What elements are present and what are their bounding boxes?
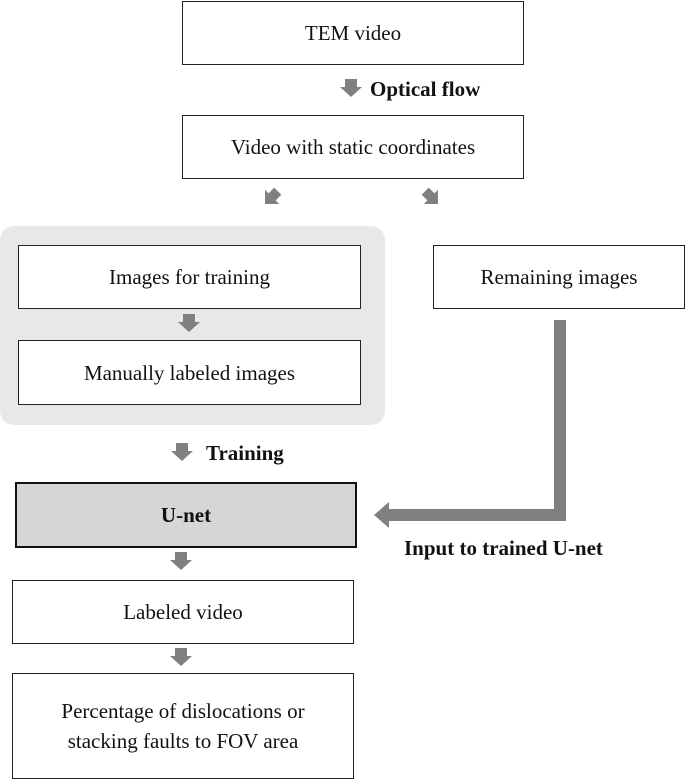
training-label: Training	[206, 441, 284, 465]
arrow-input-to-unet	[374, 320, 566, 528]
remaining-images-node: Remaining images	[433, 245, 685, 309]
video-static-coordinates-node: Video with static coordinates	[182, 115, 524, 179]
images-for-training-label: Images for training	[109, 265, 270, 289]
percentage-output-line1: Percentage of dislocations or	[61, 699, 305, 723]
arrow-training	[171, 443, 193, 461]
arrow-to-manual-labels	[178, 314, 200, 332]
manually-labeled-images-label: Manually labeled images	[83, 360, 296, 385]
remaining-images-label: Remaining images	[480, 265, 638, 289]
images-for-training-node: Images for training	[18, 245, 361, 309]
arrow-to-labeled-video	[170, 552, 192, 570]
tem-video-node: TEM video	[182, 1, 524, 65]
arrow-to-training-images	[265, 187, 282, 204]
labeled-video-node: Labeled video	[12, 580, 354, 644]
video-static-coordinates-label: Video with static coordinates	[230, 135, 476, 159]
unet-node: U-net	[15, 482, 357, 548]
manually-labeled-images-node: Manually labeled images	[18, 340, 361, 405]
tem-video-label: TEM video	[304, 21, 402, 45]
arrow-optical-flow	[340, 79, 362, 97]
labeled-video-label: Labeled video	[123, 600, 243, 624]
unet-label: U-net	[160, 503, 212, 527]
percentage-output-node: Percentage of dislocations or stacking f…	[12, 673, 354, 779]
arrow-to-percentage	[170, 648, 192, 666]
arrow-to-remaining-images	[421, 187, 438, 204]
percentage-output-line2: stacking faults to FOV area	[67, 729, 299, 753]
optical-flow-label: Optical flow	[370, 77, 481, 101]
input-to-trained-unet-label: Input to trained U-net	[404, 536, 603, 560]
